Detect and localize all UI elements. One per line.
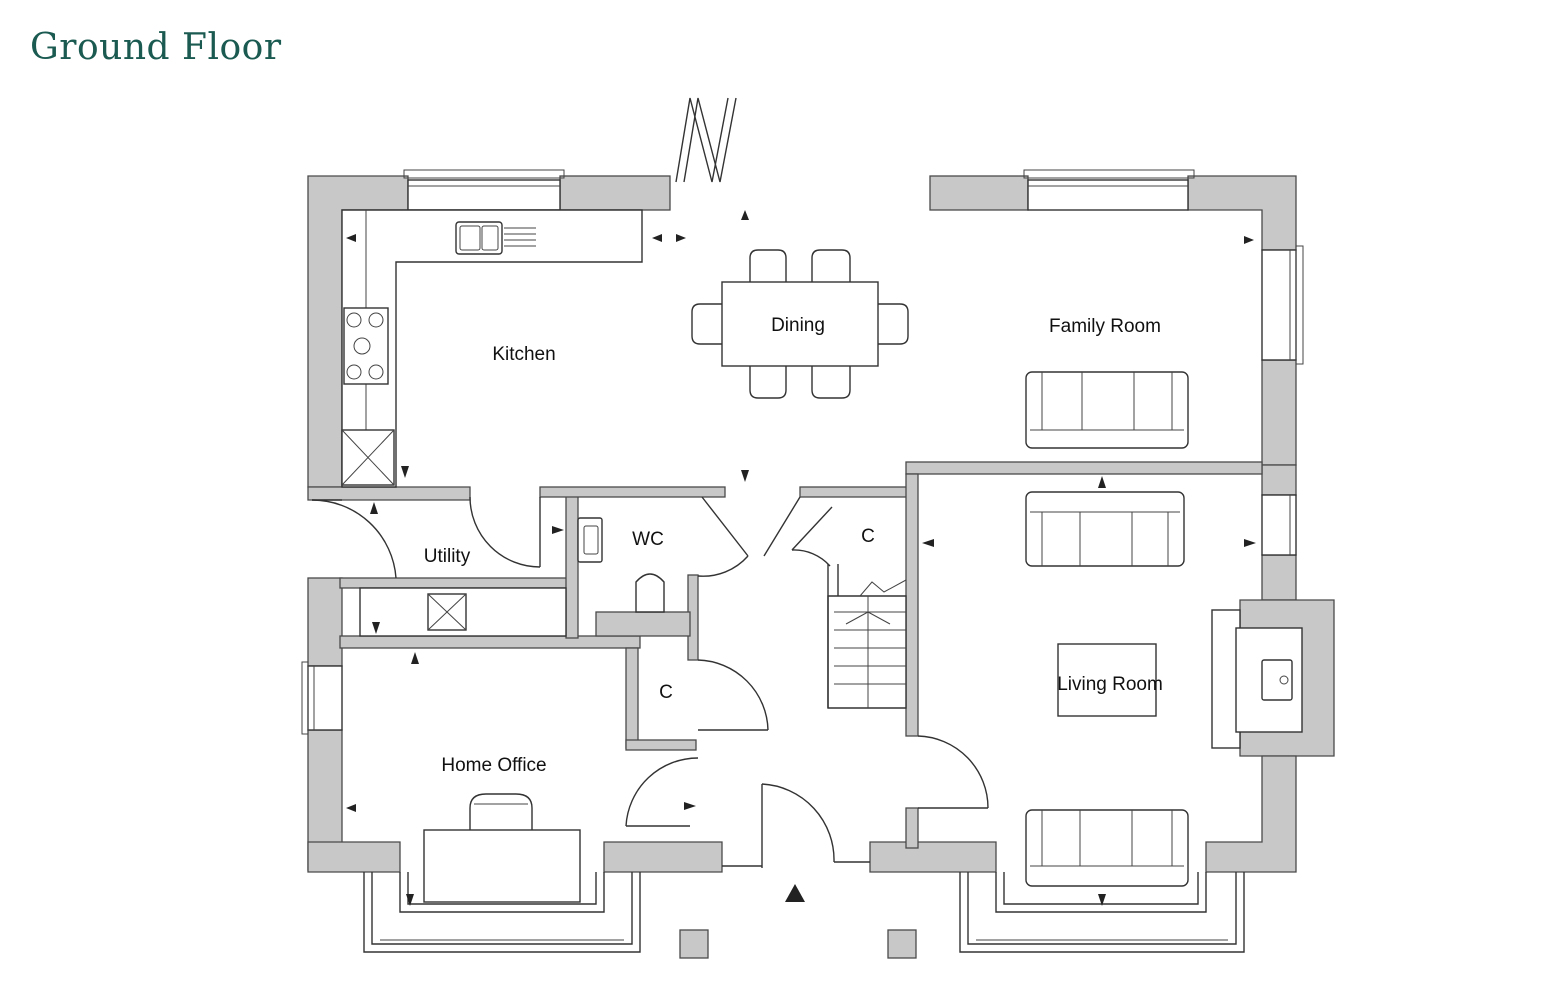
utility-units bbox=[359, 587, 567, 637]
office-desk bbox=[423, 793, 581, 903]
label-wc: WC bbox=[632, 529, 664, 550]
kitchen-units bbox=[341, 209, 643, 488]
label-dining: Dining bbox=[771, 315, 825, 336]
label-kitchen: Kitchen bbox=[492, 344, 555, 365]
windows bbox=[301, 97, 1304, 953]
doors bbox=[311, 496, 989, 868]
dining-set bbox=[691, 249, 909, 399]
wc-fixtures bbox=[577, 517, 665, 613]
staircase bbox=[827, 564, 907, 709]
label-family-room: Family Room bbox=[1049, 316, 1161, 337]
dimension-arrows bbox=[346, 210, 1256, 906]
label-home-office: Home Office bbox=[441, 755, 546, 776]
label-living-room: Living Room bbox=[1057, 674, 1163, 695]
label-cupboard-stairs: C bbox=[861, 526, 875, 547]
label-utility: Utility bbox=[424, 546, 471, 567]
label-cupboard-hall: C bbox=[659, 682, 673, 703]
family-sofa bbox=[1025, 371, 1189, 449]
living-furniture bbox=[1025, 491, 1303, 887]
floor-title: Ground Floor bbox=[30, 27, 282, 68]
